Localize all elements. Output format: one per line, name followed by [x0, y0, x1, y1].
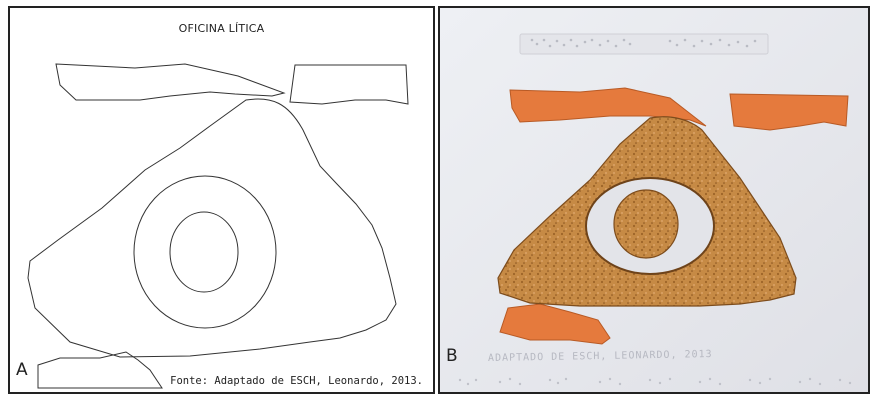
source-caption: Fonte: Adaptado de ESCH, Leonardo, 2013.	[170, 375, 423, 387]
shard-top-left-outline	[56, 64, 284, 100]
template-outlines	[10, 8, 433, 392]
panel-title: OFICINA LÍTICA	[10, 22, 433, 35]
panel-letter-a: A	[16, 360, 28, 380]
shard-bottom-left-outline	[38, 352, 162, 388]
ring-outer-outline	[134, 176, 276, 328]
braille-label-top	[520, 34, 768, 54]
panel-a-template-drawing: OFICINA LÍTICA A Fonte: Adaptado de ESCH…	[8, 6, 435, 394]
disc-inner-outline	[170, 212, 238, 292]
panel-b-tactile-photo: ADAPTADO DE ESCH, LEONARDO, 2013 B	[438, 6, 870, 394]
tactile-model	[440, 8, 868, 392]
shard-top-right-outline	[290, 65, 408, 104]
lithic-stone-outline	[28, 99, 396, 357]
panel-letter-b: B	[446, 346, 458, 366]
cork-inner-disc	[614, 190, 678, 258]
